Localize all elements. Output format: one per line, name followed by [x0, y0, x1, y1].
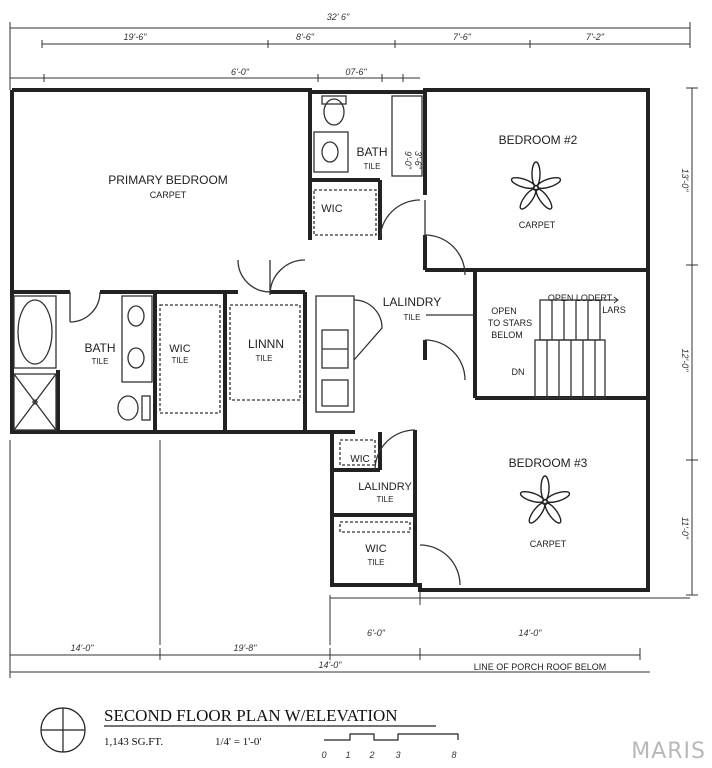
scale-tick-3: 3 [395, 750, 400, 760]
scale-tick-0: 0 [321, 750, 326, 760]
dim-bottom-4: 14'-0" [519, 628, 543, 638]
bedroom3-finish: CARPET [530, 539, 567, 549]
primary-wic-label: WIC [169, 343, 190, 355]
upper-bath-finish: TILE [364, 162, 381, 171]
dim-bath-vertical-1: 9'-0" [403, 151, 413, 170]
linen-finish: TILE [256, 354, 273, 363]
bedroom3-label: BEDROOM #3 [509, 456, 588, 470]
linen-label: LINNN [248, 337, 284, 351]
dim-second-2: 07-6" [345, 67, 367, 77]
plan-scale: 1/4' = 1'-0' [215, 736, 261, 748]
ceiling-fan-icon [510, 161, 571, 524]
dim-right-1: 13'-0" [680, 169, 690, 193]
scale-tick-8: 8 [451, 750, 456, 760]
lower-laundry-finish: TILE [377, 495, 394, 504]
lower-laundry-label: LALINDRY [358, 481, 412, 493]
dim-bottom-total: 14'-0" [319, 660, 343, 670]
stairs-open-line1: OPEN [491, 306, 517, 316]
plan-title: SECOND FLOOR PLAN W/ELEVATION [104, 706, 398, 725]
scale-bar [324, 733, 459, 741]
stairs-open-line2: TO STARS [488, 318, 532, 328]
dim-top-2: 8'-6" [296, 32, 315, 42]
bedroom2-label: BEDROOM #2 [499, 133, 578, 147]
north-arrow-icon [40, 707, 86, 753]
dim-bottom-1: 14'-0" [71, 643, 95, 653]
primary-bath-label: BATH [84, 341, 115, 355]
porch-roof-note: LINE OF PORCH ROOF BELOM [474, 662, 607, 672]
bedroom2-finish: CARPET [519, 220, 556, 230]
dim-top-1: 19'-6" [124, 32, 148, 42]
upper-bath-label: BATH [356, 145, 387, 159]
lower-wic-label: WIC [350, 454, 369, 465]
dim-top-4: 7'-2" [586, 32, 605, 42]
dim-bottom-3: 6'-0" [367, 628, 386, 638]
center-laundry-label: LALINDRY [383, 295, 441, 309]
plan-area: 1,143 SG.FT. [104, 736, 163, 748]
open-loft-line1: OPEN LODERT [548, 293, 613, 303]
dim-bottom-2: 19'-8" [234, 643, 258, 653]
stairs-open-line3: BELOM [491, 330, 523, 340]
open-loft-line2: LARS [602, 305, 626, 315]
primary-wic-finish: TILE [172, 356, 189, 365]
center-laundry-finish: TILE [404, 313, 421, 322]
dim-second-1: 6'-0" [231, 67, 250, 77]
scale-tick-1: 1 [345, 750, 350, 760]
bottom-wic-finish: TILE [368, 558, 385, 567]
dim-right-3: 11'-0" [680, 517, 690, 540]
scale-tick-2: 2 [368, 750, 374, 760]
overall-width-dim: 32' 6" [327, 12, 350, 22]
dim-right-2: 12'-0" [680, 349, 690, 373]
primary-bedroom-label: PRIMARY BEDROOM [108, 173, 228, 187]
primary-bath-finish: TILE [92, 357, 109, 366]
bottom-wic-label: WIC [365, 543, 386, 555]
watermark-logo: MARIS [631, 739, 706, 764]
primary-bedroom-finish: CARPET [150, 190, 187, 200]
stairs-down-label: DN [512, 367, 525, 377]
dim-bath-vertical-2: 3'-6" [413, 151, 423, 170]
upper-wic-label: WIC [321, 203, 342, 215]
dim-top-3: 7'-6" [453, 32, 472, 42]
